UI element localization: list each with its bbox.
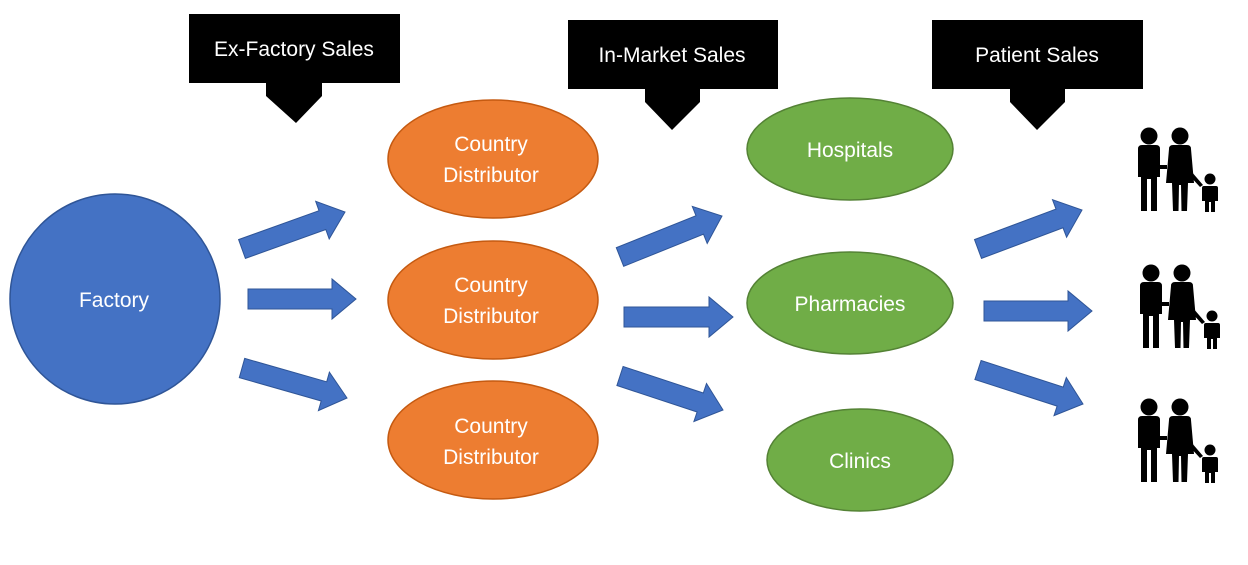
callout-in-market-label: In-Market Sales xyxy=(598,44,745,67)
flow-arrows xyxy=(237,198,1093,423)
family-icon xyxy=(1140,264,1220,349)
callout-ex-factory-label: Ex-Factory Sales xyxy=(214,38,374,61)
callout-ex-factory: Ex-Factory Sales xyxy=(189,14,400,123)
family-icon xyxy=(1138,127,1218,212)
callout-patient-label: Patient Sales xyxy=(975,44,1099,67)
flow-arrow xyxy=(623,295,734,339)
callout-in-market: In-Market Sales xyxy=(568,20,778,130)
distributor-node: Country Distributor xyxy=(387,240,599,360)
flow-arrow xyxy=(237,200,346,260)
distributor-node: Country Distributor xyxy=(387,380,599,500)
outlet-node-hospitals: Hospitals xyxy=(746,97,954,201)
distributor-node: Country Distributor xyxy=(387,99,599,219)
flow-arrow xyxy=(974,359,1084,417)
distributor-label-line1: Country xyxy=(454,133,528,156)
flow-arrow xyxy=(983,289,1093,333)
flow-arrow xyxy=(615,205,723,267)
factory-label: Factory xyxy=(79,289,150,312)
outlet-label: Hospitals xyxy=(807,139,893,162)
outlet-node-pharmacies: Pharmacies xyxy=(746,251,954,355)
outlet-node-clinics: Clinics xyxy=(766,408,954,512)
distributor-label-line2: Distributor xyxy=(443,305,539,328)
flow-arrow xyxy=(616,365,724,423)
outlet-label: Clinics xyxy=(829,450,891,473)
callout-patient: Patient Sales xyxy=(932,20,1143,130)
factory-node: Factory xyxy=(9,193,221,405)
distributor-label-line2: Distributor xyxy=(443,446,539,469)
flow-arrow xyxy=(973,198,1083,260)
flow-arrow xyxy=(238,357,348,412)
family-icon xyxy=(1138,398,1218,483)
distributor-label-line1: Country xyxy=(454,274,528,297)
distributor-label-line2: Distributor xyxy=(443,164,539,187)
distributor-label-line1: Country xyxy=(454,415,528,438)
outlet-label: Pharmacies xyxy=(795,293,906,316)
flow-arrow xyxy=(247,277,357,321)
